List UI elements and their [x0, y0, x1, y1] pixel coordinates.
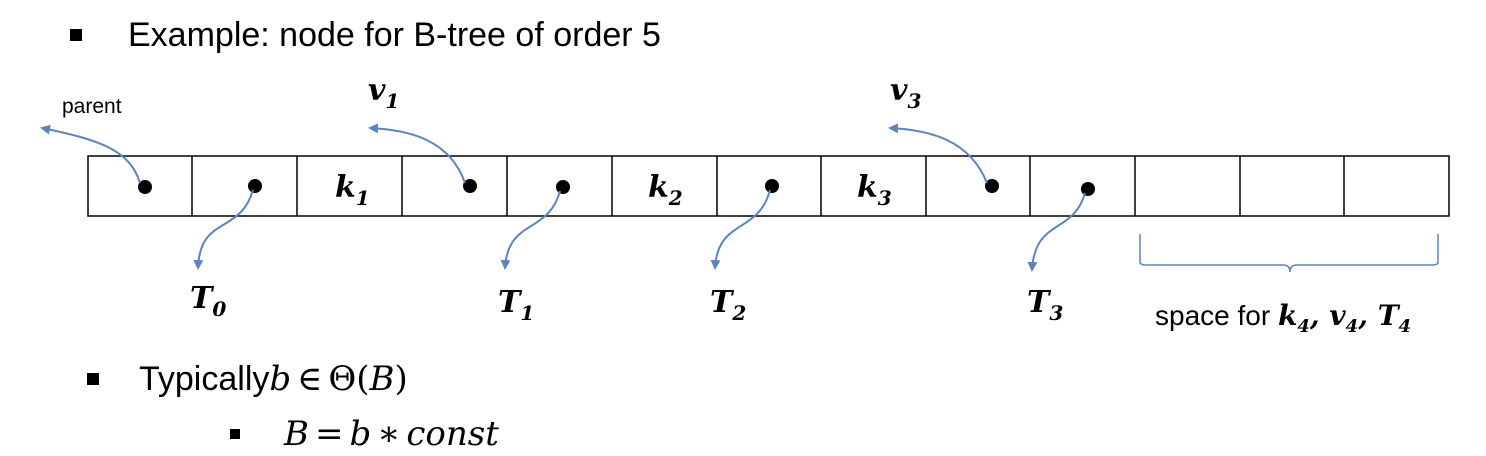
node-outline: [87, 155, 1450, 217]
parent-pointer-dot: [138, 180, 152, 194]
v3-arrow: [888, 123, 988, 184]
subtree-label-t3: T3: [1027, 285, 1063, 325]
formula-math: B=b∗const: [284, 414, 499, 454]
square-bullet-icon: [230, 429, 240, 439]
t0-arrow: [193, 189, 254, 270]
value-label-v3: v3: [890, 73, 921, 113]
subtree-label-t1: T1: [498, 285, 534, 325]
node-cells: [87, 155, 1450, 217]
v3-pointer-dot: [985, 179, 999, 193]
space-for-label: space for k4, v4, T4: [1155, 299, 1411, 337]
typically-text: Typically: [139, 359, 270, 398]
typically-math: b∈Θ(B): [269, 359, 408, 399]
key-label-k1: k1: [335, 170, 370, 210]
parent-label: parent: [62, 95, 122, 118]
subtree-label-t0: T0: [190, 281, 226, 321]
key-label-k2: k2: [648, 170, 683, 210]
v1-pointer-dot: [463, 179, 477, 193]
heading-text: Example: node for B-tree of order 5: [128, 15, 661, 54]
square-bullet-icon: [87, 373, 99, 385]
t3-arrow: [1027, 192, 1086, 272]
t2-arrow: [710, 189, 771, 270]
key-label-k3: k3: [857, 170, 892, 210]
t0-pointer-dot: [248, 179, 262, 193]
typically-bullet: Typically b∈Θ(B): [87, 355, 408, 403]
subtree-label-t2: T2: [710, 285, 746, 325]
t2-pointer-dot: [765, 179, 779, 193]
heading-bullet: Example: node for B-tree of order 5: [70, 10, 661, 60]
value-label-v1: v1: [368, 73, 399, 113]
formula-bullet: B=b∗const: [230, 412, 499, 456]
pointer-arrows: [40, 123, 1086, 272]
square-bullet-icon: [70, 29, 82, 41]
space-brace: [1139, 234, 1439, 273]
parent-arrow: [40, 124, 141, 184]
t1-arrow: [500, 190, 561, 270]
v1-arrow: [368, 123, 466, 184]
t3-pointer-dot: [1081, 182, 1095, 196]
t1-pointer-dot: [556, 180, 570, 194]
